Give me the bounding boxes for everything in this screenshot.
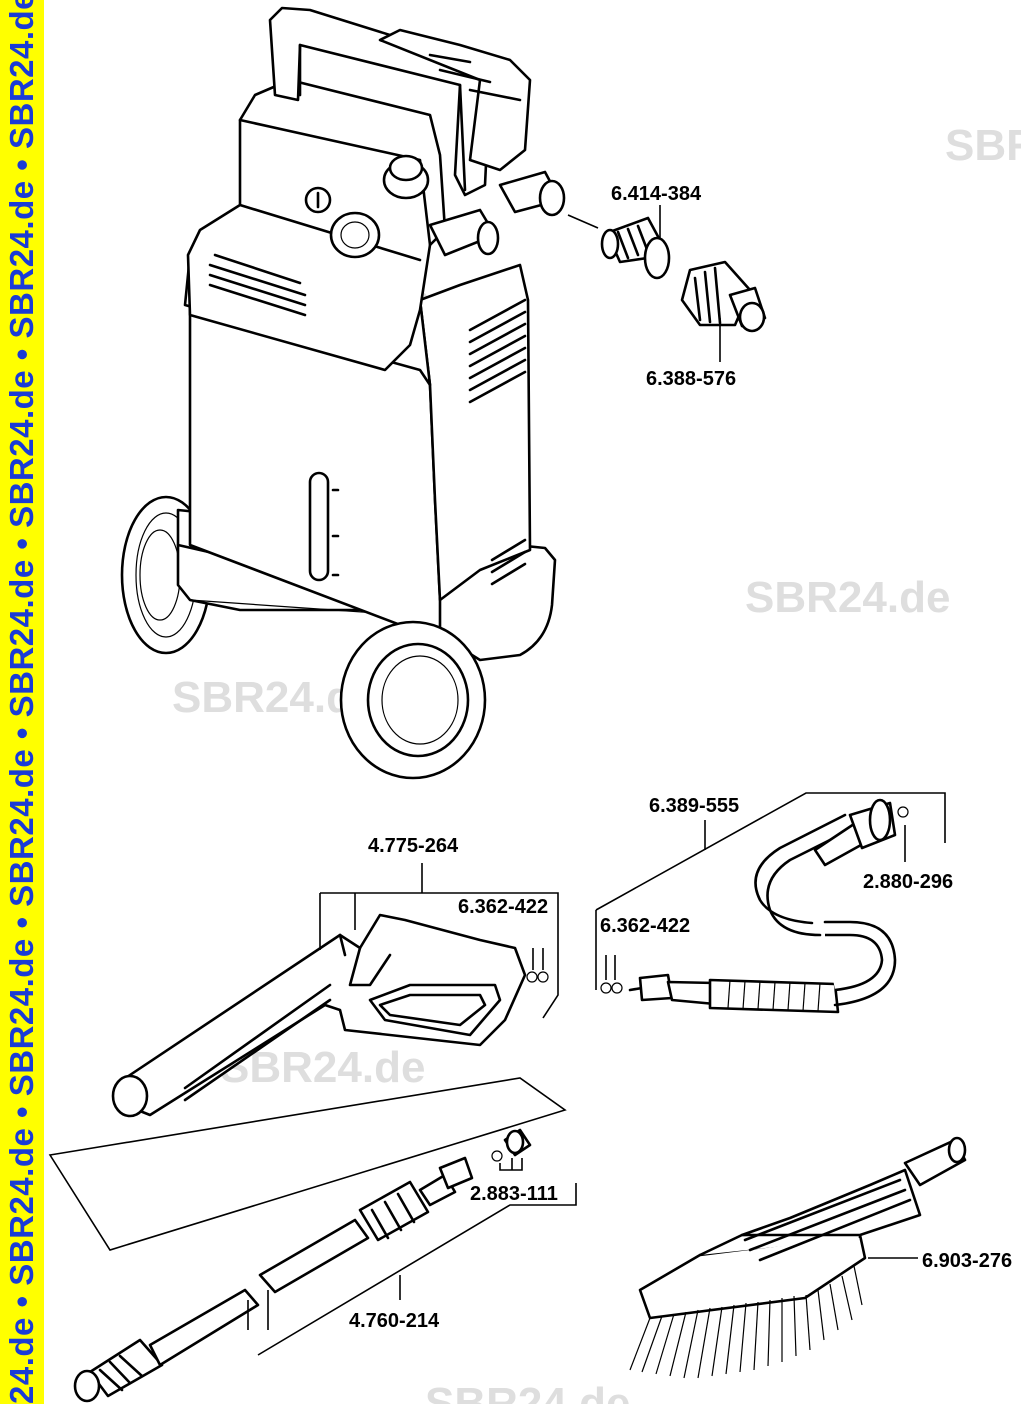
label-gun-seals: 6.362-422 — [458, 896, 548, 918]
inlet-filter — [600, 216, 671, 280]
label-filter: 6.414-384 — [611, 183, 702, 205]
label-nozzle: 2.883-111 — [470, 1183, 558, 1205]
gun-seals-leader-line — [532, 948, 544, 970]
label-hose: 6.389-555 — [649, 795, 739, 817]
spray-lance — [73, 1156, 474, 1403]
label-hose-seals: 6.362-422 — [600, 915, 690, 937]
hose-seal-rings — [600, 982, 623, 994]
watermark-text: SBR24.de — [945, 121, 1021, 170]
label-hose-oring: 2.880-296 — [863, 871, 953, 893]
watermark-sidebar: 24.de • SBR24.de • SBR24.de • SBR24.de •… — [0, 0, 44, 1404]
watermark-text: SBR24.de — [425, 1379, 630, 1404]
spray-gun — [111, 913, 527, 1118]
gun-leader-line — [319, 892, 559, 1019]
wash-brush — [629, 1136, 967, 1379]
pressure-washer-unit — [120, 6, 566, 780]
hose-leader-line — [595, 792, 946, 911]
nozzle-part — [491, 1128, 532, 1162]
nozzle-leader-line — [499, 1158, 523, 1171]
watermark-text: SBR24.de — [745, 573, 950, 622]
label-lance: 4.760-214 — [349, 1310, 440, 1332]
lance-leader-outline — [48, 1077, 567, 1251]
label-coupling: 6.388-576 — [646, 368, 736, 390]
lance-leader-line — [247, 1290, 269, 1330]
high-pressure-hose — [628, 798, 909, 1014]
watermarks: SBR24.de SBR24.de SBR24.de SBR24.de SBR2… — [172, 121, 1021, 1404]
inlet-coupling — [680, 260, 767, 333]
label-brush: 6.903-276 — [922, 1250, 1012, 1272]
hose-seals-leader-line — [605, 955, 616, 980]
part-labels: 6.414-384 6.388-576 6.389-555 2.880-296 … — [349, 183, 1012, 1332]
gun-seal-rings — [526, 971, 549, 983]
lance-leader-line — [257, 1183, 577, 1356]
filter-leader-line — [567, 214, 599, 229]
label-gun: 4.775-264 — [368, 835, 459, 857]
